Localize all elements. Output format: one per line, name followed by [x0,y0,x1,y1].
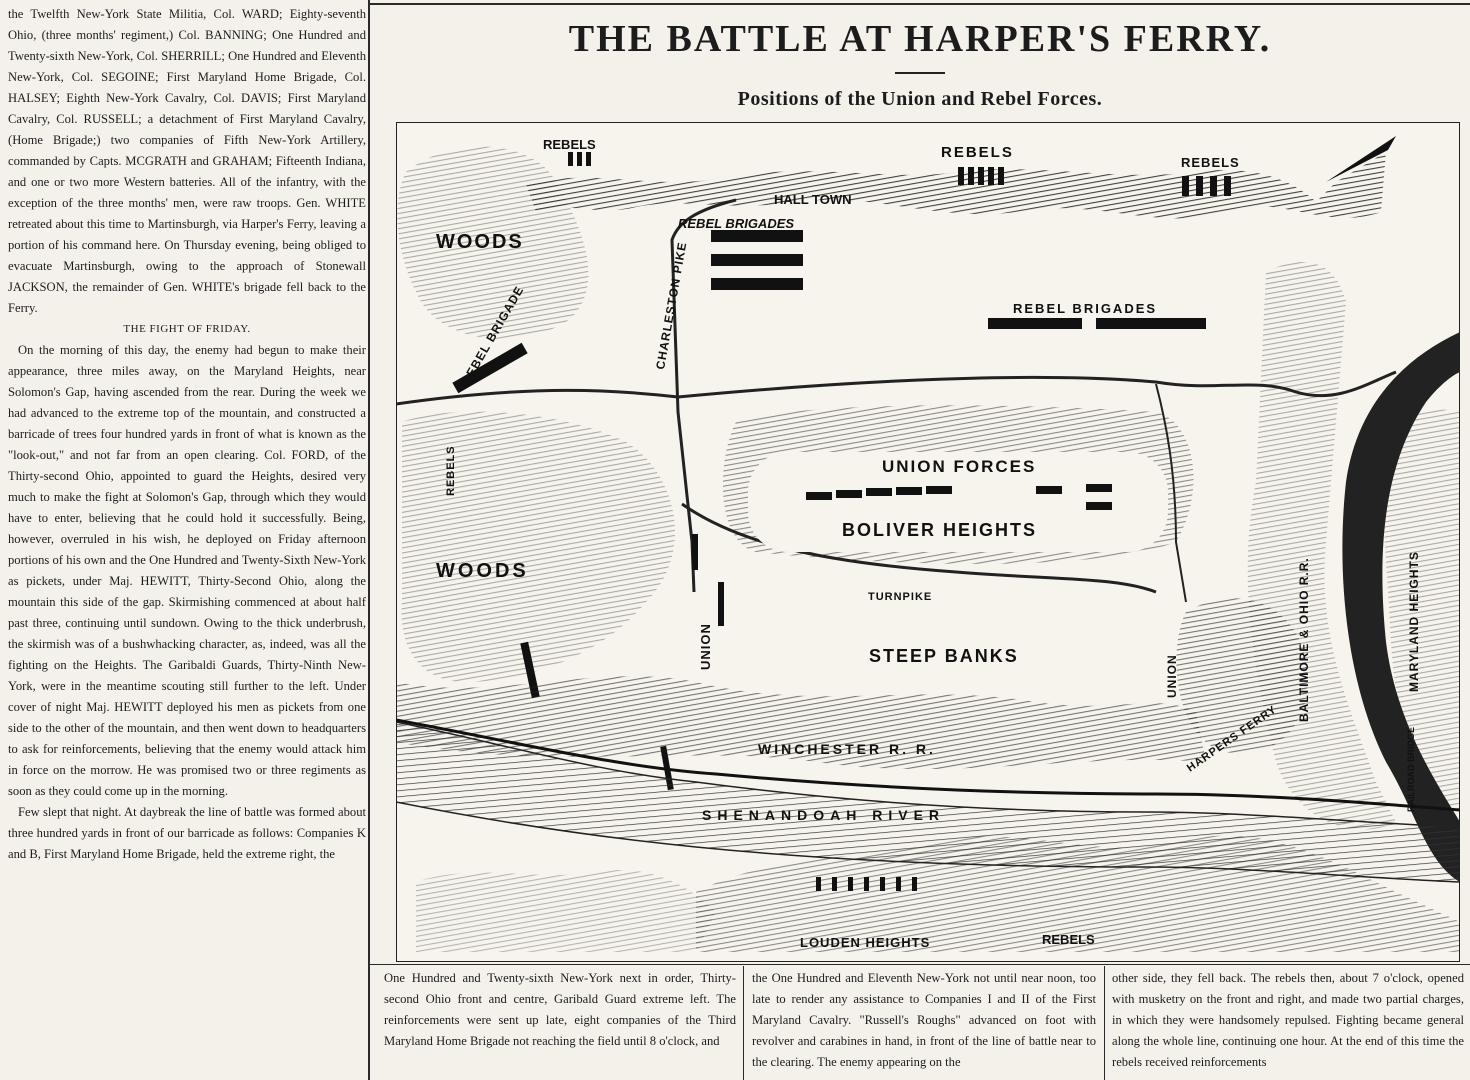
label-boliver-heights: BOLIVER HEIGHTS [842,520,1037,540]
maryland-heights-ridge [1381,409,1460,812]
rebel-brigade-bar-4 [988,318,1082,329]
label-railroad-bridge: RAILROAD BRIDGE [1406,727,1416,812]
label-rebels-vertical: REBELS [445,445,457,496]
rebel-soldiers-top-right [1182,176,1231,196]
label-rebels-2: REBELS [941,144,1014,161]
bottom-column-2-text: the One Hundred and Eleventh New-York no… [752,971,1096,1069]
louden-heights-ridge [696,835,1460,952]
label-steep-banks: STEEP BANKS [869,646,1019,666]
bottom-column-3: other side, they fell back. The rebels t… [1112,968,1464,1080]
bottom-column-3-text: other side, they fell back. The rebels t… [1112,971,1464,1069]
steep-banks-ridge [396,676,1206,770]
north-ridge [526,152,1386,219]
winchester-railroad [396,718,1460,812]
union-line-plateau [748,452,1168,552]
label-baltimore-ohio-rr: BALTIMORE & OHIO R.R. [1297,557,1311,722]
potomac-river-right [1342,332,1460,882]
rebel-brigade-bar-6 [452,342,528,394]
label-maryland-heights: MARYLAND HEIGHTS [1407,551,1421,692]
page-subtitle: Positions of the Union and Rebel Forces. [737,88,1103,110]
charleston-pike-road [670,198,737,593]
rebel-soldiers-bottom [816,877,917,891]
body-paragraph-2: Few slept that night. At daybreak the li… [8,805,366,861]
map-bottom-rule [370,964,1470,965]
baltimore-ohio-embankment [1247,262,1396,830]
union-forces-bars [806,484,1112,510]
section-heading: THE FIGHT OF FRIDAY. [123,323,251,335]
north-arrow-icon [1326,136,1396,182]
label-woods-1: WOODS [436,231,524,253]
rebel-soldiers-top-left [568,152,591,166]
column-rule-top [370,3,1470,5]
label-rebel-brigades-2: REBEL BRIGADES [1013,301,1157,316]
intro-paragraph: the Twelfth New-York State Militia, Col.… [8,7,366,315]
label-hall-town: HALL TOWN [774,192,852,207]
column-rule-left [368,0,370,1080]
bottom-column-1-text: One Hundred and Twenty-sixth New-York ne… [384,971,736,1048]
union-marker-1 [692,534,698,570]
label-rebels-1: REBELS [543,137,596,152]
label-winchester-rr: WINCHESTER R. R. [758,741,936,757]
column-rule-bottom-2 [1104,966,1105,1080]
rebel-soldiers-top-centre [958,167,1004,185]
south-bank-hatch [416,870,716,952]
label-turnpike: TURNPIKE [868,591,932,603]
body-paragraph: On the morning of this day, the enemy ha… [8,343,366,798]
woods-top-left [397,146,589,339]
label-louden-heights: LOUDEN HEIGHTS [800,935,930,950]
label-woods-2: WOODS [436,560,529,582]
label-union-forces: UNION FORCES [882,457,1036,476]
rebel-brigade-bar-1 [711,230,803,242]
page-title: THE BATTLE AT HARPER'S FERRY. [568,18,1272,60]
rebel-brigade-bar-3 [711,278,803,290]
bottom-column-1: One Hundred and Twenty-sixth New-York ne… [384,968,736,1080]
bottom-column-2: the One Hundred and Eleventh New-York no… [752,968,1096,1080]
battle-map: REBELS REBELS REBELS HALL TOWN REBEL BRI… [396,122,1460,962]
headline-rule [895,72,945,74]
label-shenandoah-river: SHENANDOAH RIVER [702,807,945,823]
rebel-brigade-bar-2 [711,254,803,266]
woods-lower-left [401,411,675,682]
label-rebel-brigades-1: REBEL BRIGADES [678,216,794,231]
column-rule-bottom-1 [743,966,744,1080]
battle-map-svg: REBELS REBELS REBELS HALL TOWN REBEL BRI… [396,122,1460,962]
label-rebels-3: REBELS [1181,155,1240,170]
label-union-1: UNION [698,623,713,670]
union-marker-2 [718,582,724,626]
label-union-2: UNION [1165,654,1179,698]
left-text-column: the Twelfth New-York State Militia, Col.… [8,4,366,1076]
label-rebels-bottom: REBELS [1042,932,1095,947]
rebel-brigade-bar-5 [1096,318,1206,329]
